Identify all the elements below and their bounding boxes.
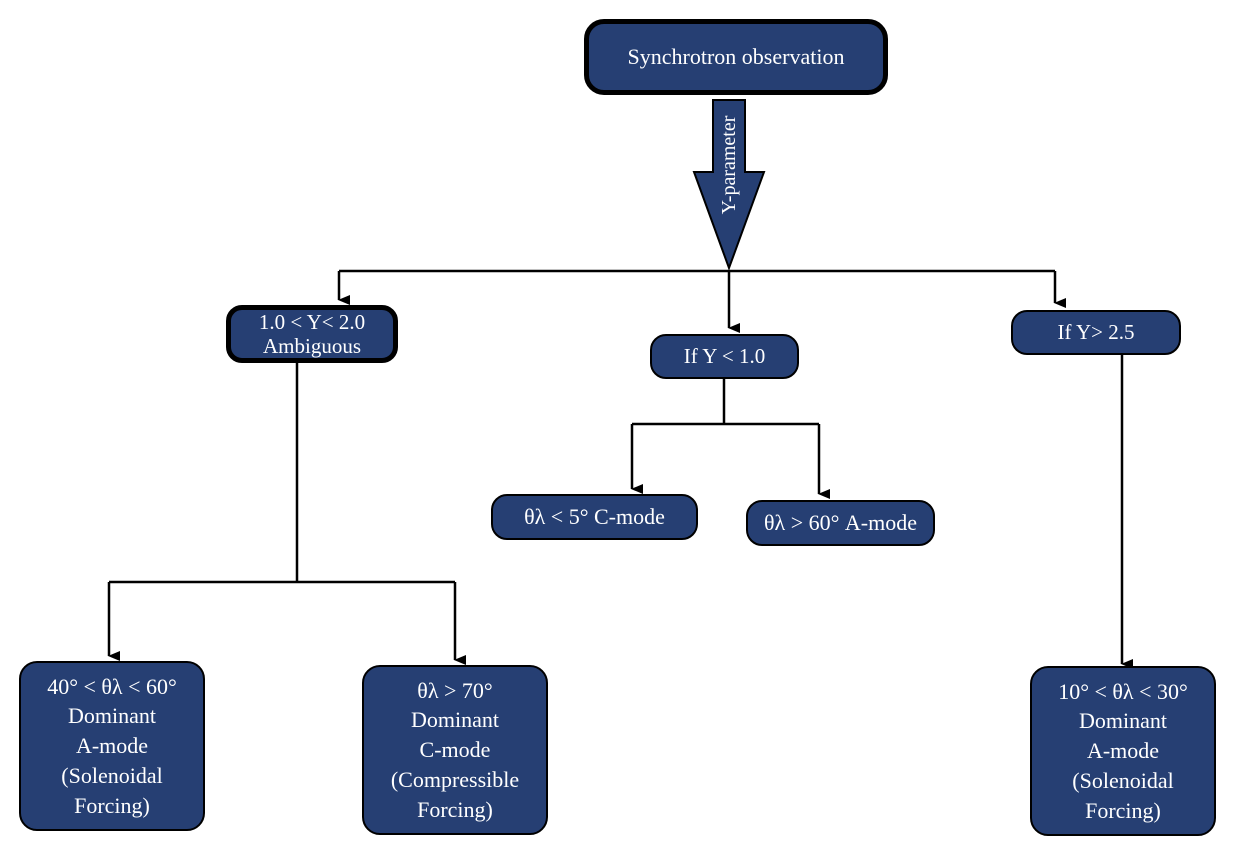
a-mode-label: θλ > 60° A-mode xyxy=(763,510,917,536)
y-less-1-node: If Y < 1.0 xyxy=(650,334,799,379)
ambiguous-node: 1.0 < Y< 2.0 Ambiguous xyxy=(226,305,398,363)
a-mode-node: θλ > 60° A-mode xyxy=(746,500,935,546)
solenoidal-left-node: 40° < θλ < 60° Dominant A-mode (Solenoid… xyxy=(19,661,205,831)
root-node: Synchrotron observation xyxy=(584,19,888,95)
ambiguous-label: Ambiguous xyxy=(262,334,361,358)
ambiguous-range: 1.0 < Y< 2.0 xyxy=(258,309,366,334)
y-parameter-arrow xyxy=(692,99,766,271)
solenoidal-left-line-2: Dominant xyxy=(68,703,156,729)
middle-connectors xyxy=(630,378,830,499)
compressible-line-2: Dominant xyxy=(411,707,499,733)
solenoidal-left-line-4: (Solenoidal xyxy=(61,762,163,788)
solenoidal-left-line-3: A-mode xyxy=(75,733,149,759)
solenoidal-left-line-5: Forcing) xyxy=(74,792,150,818)
y-greater-2-5-label: If Y> 2.5 xyxy=(1057,320,1135,345)
compressible-line-4: (Compressible xyxy=(390,766,520,792)
solenoidal-right-line-2: Dominant xyxy=(1079,708,1167,734)
y-less-1-label: If Y < 1.0 xyxy=(683,344,766,369)
root-label: Synchrotron observation xyxy=(627,44,845,70)
solenoidal-right-node: 10° < θλ < 30° Dominant A-mode (Solenoid… xyxy=(1030,666,1216,836)
solenoidal-left-line-1: 40° < θλ < 60° xyxy=(47,673,177,699)
c-mode-label: θλ < 5° C-mode xyxy=(524,504,665,530)
c-mode-node: θλ < 5° C-mode xyxy=(491,494,698,540)
solenoidal-right-line-1: 10° < θλ < 30° xyxy=(1058,678,1188,704)
solenoidal-right-line-4: (Solenoidal xyxy=(1072,767,1174,793)
solenoidal-right-line-5: Forcing) xyxy=(1085,797,1161,823)
compressible-line-5: Forcing) xyxy=(417,796,493,822)
left-connectors xyxy=(107,362,466,665)
branch-connectors xyxy=(337,269,1066,333)
y-greater-2-5-node: If Y> 2.5 xyxy=(1011,310,1181,355)
compressible-node: θλ > 70° Dominant C-mode (Compressible F… xyxy=(362,665,548,835)
compressible-line-3: C-mode xyxy=(419,737,491,763)
solenoidal-right-line-3: A-mode xyxy=(1086,738,1160,764)
y-parameter-label: Y-parameter xyxy=(718,115,740,215)
compressible-line-1: θλ > 70° xyxy=(417,677,493,703)
